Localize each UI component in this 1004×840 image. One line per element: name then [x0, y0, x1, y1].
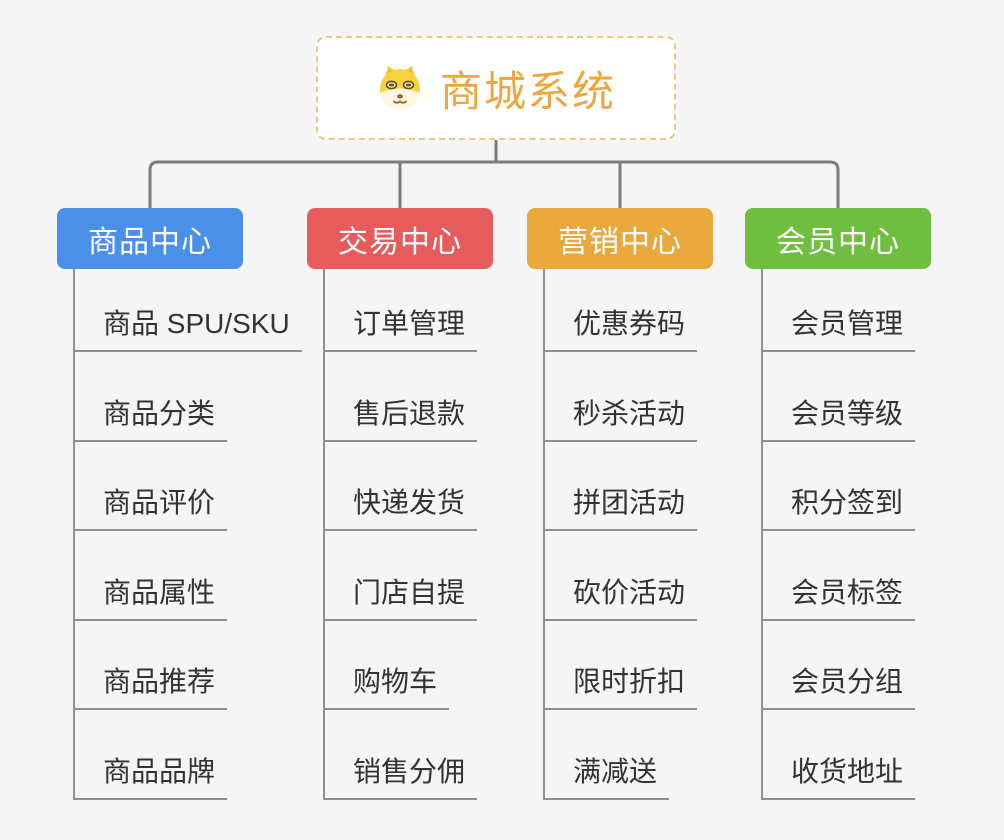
leaf-node[interactable]: 会员等级: [761, 394, 915, 442]
leaf-node[interactable]: 商品评价: [73, 483, 227, 531]
leaf-node[interactable]: 订单管理: [323, 304, 477, 352]
category-node-2[interactable]: 营销中心: [527, 208, 713, 269]
leaf-node[interactable]: 积分签到: [761, 483, 915, 531]
leaf-node[interactable]: 会员分组: [761, 662, 915, 710]
leaf-node[interactable]: 限时折扣: [543, 662, 697, 710]
leaf-node[interactable]: 秒杀活动: [543, 394, 697, 442]
root-title: 商城系统: [440, 58, 616, 119]
category-node-3[interactable]: 会员中心: [745, 208, 931, 269]
leaf-node[interactable]: 商品品牌: [73, 752, 227, 800]
leaf-node[interactable]: 购物车: [323, 662, 449, 710]
leaf-node[interactable]: 会员标签: [761, 573, 915, 621]
leaf-node[interactable]: 门店自提: [323, 573, 477, 621]
leaf-node[interactable]: 售后退款: [323, 394, 477, 442]
category-label: 商品中心: [88, 217, 212, 261]
leaf-node[interactable]: 优惠券码: [543, 304, 697, 352]
leaf-node[interactable]: 商品属性: [73, 573, 227, 621]
category-label: 营销中心: [558, 217, 682, 261]
leaf-node[interactable]: 快递发货: [323, 483, 477, 531]
leaf-node[interactable]: 会员管理: [761, 304, 915, 352]
leaf-node[interactable]: 收货地址: [761, 752, 915, 800]
leaf-node[interactable]: 销售分佣: [323, 752, 477, 800]
category-node-0[interactable]: 商品中心: [57, 208, 243, 269]
leaf-node[interactable]: 拼团活动: [543, 483, 697, 531]
category-label: 交易中心: [338, 217, 462, 261]
category-label: 会员中心: [776, 217, 900, 261]
leaf-node[interactable]: 商品 SPU/SKU: [73, 304, 302, 352]
category-node-1[interactable]: 交易中心: [307, 208, 493, 269]
dog-face-icon: [376, 64, 424, 112]
leaf-node[interactable]: 砍价活动: [543, 573, 697, 621]
root-node[interactable]: 商城系统: [316, 36, 676, 140]
leaf-node[interactable]: 满减送: [543, 752, 669, 800]
leaf-node[interactable]: 商品推荐: [73, 662, 227, 710]
leaf-node[interactable]: 商品分类: [73, 394, 227, 442]
